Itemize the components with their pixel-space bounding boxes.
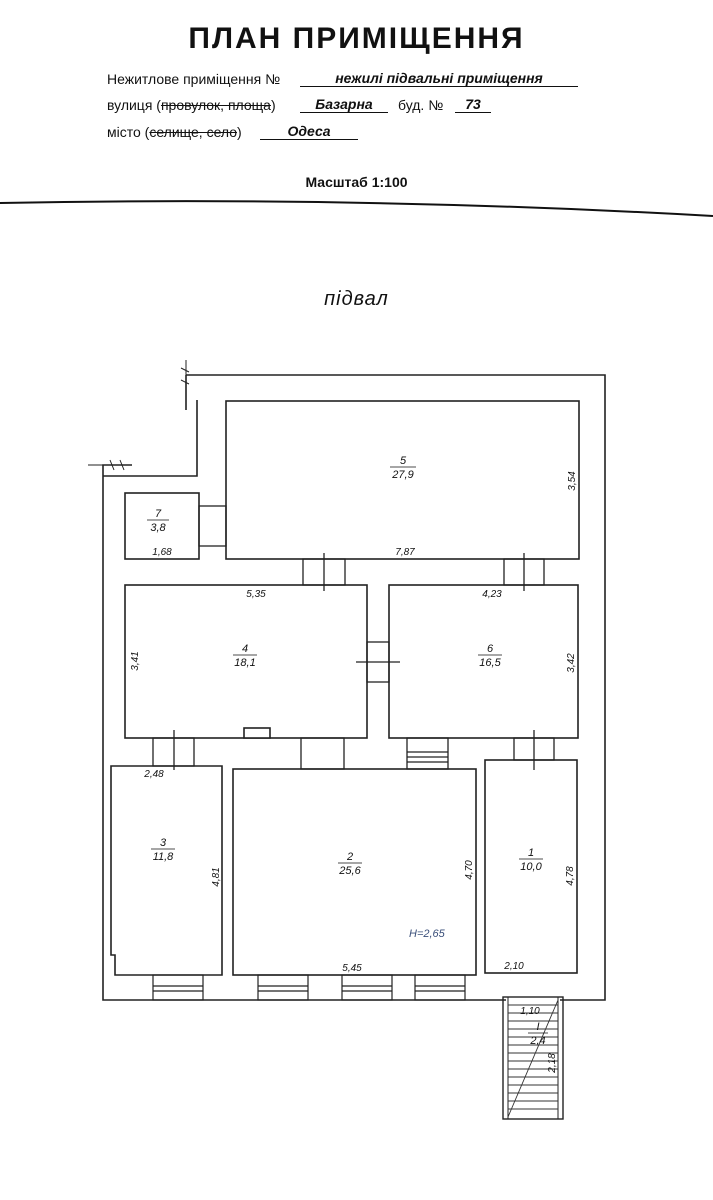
window-glass	[153, 985, 203, 992]
city-value: Одеса	[260, 123, 358, 140]
window-2a	[257, 974, 309, 1001]
city-label-prefix: місто (	[107, 124, 150, 140]
window-glass	[258, 985, 308, 992]
street-label-struck: провулок, площа	[160, 97, 271, 113]
dim-r6-width: 4,23	[482, 589, 502, 600]
dim-r5-height: 3,54	[567, 471, 578, 491]
niche	[243, 727, 271, 739]
room-5-number: 5	[400, 455, 407, 467]
room-5	[225, 400, 580, 560]
window-glass	[415, 985, 465, 992]
room-3	[110, 765, 223, 976]
outer-wall	[102, 374, 606, 1001]
room-4-area: 18,1	[234, 657, 255, 669]
dim-r3-height: 4,81	[211, 867, 222, 886]
room-6-area: 16,5	[479, 657, 501, 669]
window-2b	[341, 974, 393, 1001]
room-7-number: 7	[155, 508, 162, 520]
dim-r6-height: 3,42	[566, 653, 577, 673]
room-2-area: 25,6	[338, 865, 361, 877]
dim-r1-height: 4,78	[565, 866, 576, 886]
room-1-number: 1	[528, 847, 534, 859]
dim-stair-width: 1,10	[520, 1006, 540, 1017]
street-label-suffix: )	[270, 97, 276, 113]
dim-r2-height: 4,70	[464, 860, 475, 880]
dim-r5-width: 7,87	[395, 547, 415, 558]
building-value: 73	[455, 96, 491, 113]
dim-r2-width: 5,45	[342, 963, 362, 974]
city-label-suffix: )	[237, 124, 242, 140]
dim-r4-height: 3,41	[130, 651, 141, 670]
window-glass	[342, 985, 392, 992]
room-7-area: 3,8	[150, 522, 166, 534]
street-label: вулиця (провулок, площа)	[107, 97, 276, 113]
street-label-prefix: вулиця (	[107, 97, 161, 113]
page-title: ПЛАН ПРИМІЩЕННЯ	[188, 22, 525, 55]
premise-label: Нежитлове приміщення №	[107, 71, 281, 87]
window-2c	[414, 974, 466, 1001]
stair-steps	[407, 751, 448, 763]
dim-r4-width: 5,35	[246, 589, 266, 600]
stair-6-2	[406, 737, 449, 770]
room-3-number: 3	[160, 837, 167, 849]
stair-number: I	[536, 1021, 539, 1033]
dim-r3-width: 2,48	[143, 769, 164, 780]
height-note: H=2,65	[409, 928, 446, 940]
stair-I	[502, 996, 564, 1120]
room-6-number: 6	[487, 643, 494, 655]
room-1-area: 10,0	[520, 861, 542, 873]
opening-4-2	[300, 737, 345, 770]
room-2-number: 2	[346, 851, 353, 863]
floor-label: підвал	[324, 288, 389, 310]
premise-value: нежилі підвальні приміщення	[300, 70, 578, 87]
room-4-number: 4	[242, 643, 248, 655]
opening-7-5	[198, 505, 227, 547]
dim-stair-height: 2,18	[547, 1053, 558, 1074]
dim-r1-width: 2,10	[503, 961, 524, 972]
dim-r7-width: 1,68	[152, 547, 172, 558]
building-label: буд. №	[398, 97, 444, 113]
room-5-area: 27,9	[391, 469, 413, 481]
room-3-area: 11,8	[153, 851, 174, 863]
city-label: місто (селище, село)	[107, 124, 242, 140]
window-3	[152, 974, 204, 1001]
street-value: Базарна	[300, 96, 388, 113]
header-divider	[0, 200, 713, 217]
scale-label: Масштаб 1:100	[305, 174, 408, 190]
stair-area: 2,4	[529, 1035, 545, 1047]
break-mark-left	[88, 459, 132, 471]
city-label-struck: селище, село	[149, 124, 237, 140]
break-mark-top	[180, 360, 190, 385]
